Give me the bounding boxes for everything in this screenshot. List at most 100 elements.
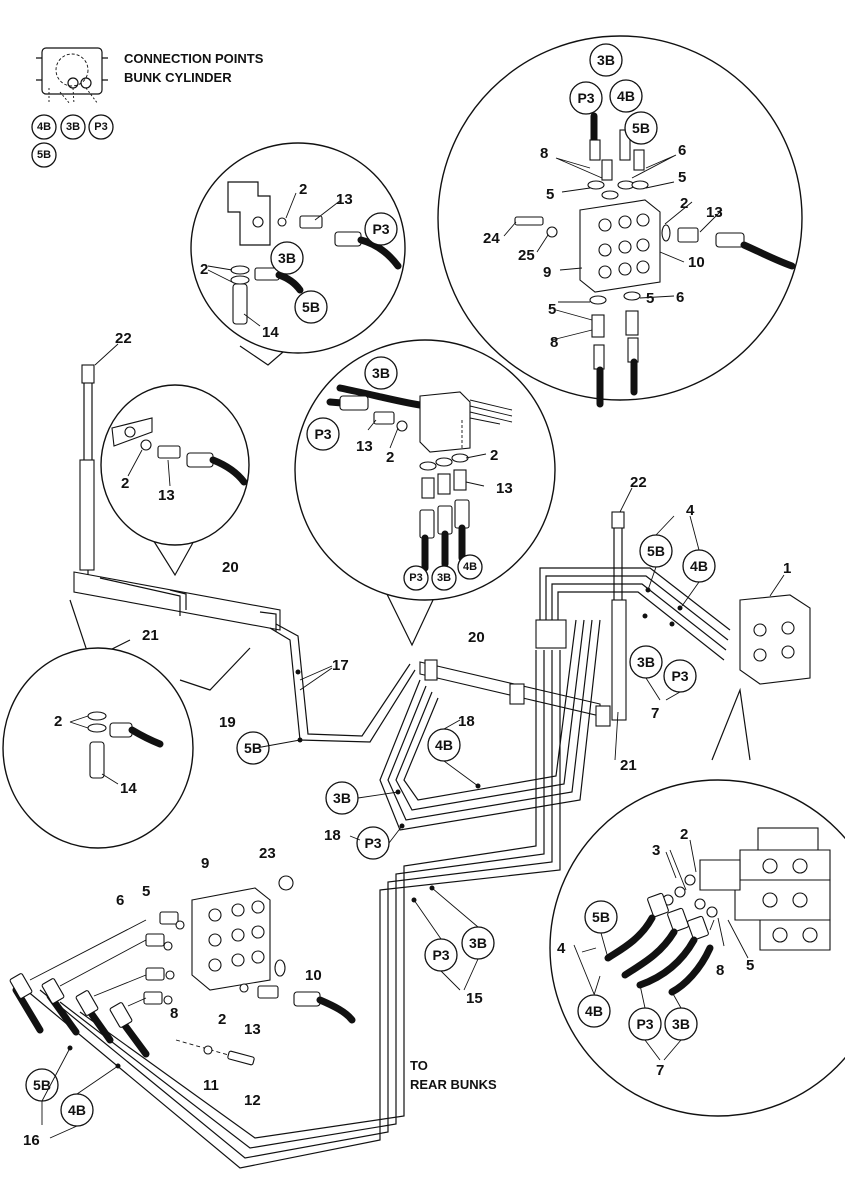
- bubble-tl-3b: 3B: [270, 241, 304, 275]
- svg-text:4B: 4B: [585, 1003, 603, 1019]
- bubble-15-p3: P3: [424, 938, 458, 972]
- bubble-mc-p3-small: P3: [403, 565, 429, 591]
- connection-points-inset: CONNECTION POINTS BUNK CYLINDER 4B 3B P3…: [31, 47, 264, 168]
- part-number-4: 4: [686, 502, 695, 519]
- bubble-br-3b: 3B: [664, 1007, 698, 1041]
- detail-top-right-parts: [503, 112, 796, 408]
- lower-valve-assembly: [9, 875, 356, 1066]
- bubble-top-right-4b: 4B: [609, 79, 643, 113]
- svg-text:3B: 3B: [469, 935, 487, 951]
- svg-text:3B: 3B: [637, 654, 655, 670]
- part-number-21: 21: [142, 627, 159, 644]
- part-number-5: 5: [678, 169, 686, 186]
- bubble-r-3b: 3B: [629, 645, 663, 679]
- part-number-6: 6: [678, 142, 686, 159]
- part-number-5: 5: [142, 883, 150, 900]
- part-number-2: 2: [200, 261, 208, 278]
- svg-text:4B: 4B: [435, 737, 453, 753]
- callout-p3: P3: [88, 114, 114, 140]
- to-rear-bunks-note: TO REAR BUNKS: [410, 1058, 497, 1092]
- svg-text:5B: 5B: [647, 543, 665, 559]
- svg-text:P3: P3: [364, 835, 381, 851]
- svg-text:3B: 3B: [278, 250, 296, 266]
- detail-mid-left-parts: [111, 417, 248, 487]
- svg-text:3B: 3B: [597, 52, 615, 68]
- part-number-8: 8: [170, 1005, 178, 1022]
- svg-text:5B: 5B: [37, 149, 51, 161]
- svg-text:5B: 5B: [302, 299, 320, 315]
- bubble-top-right-5b: 5B: [624, 111, 658, 145]
- part-number-13: 13: [158, 487, 175, 504]
- bubble-tl-p3: P3: [364, 212, 398, 246]
- part-number-3: 3: [652, 842, 660, 859]
- part-number-21: 21: [620, 757, 637, 774]
- part-number-2: 2: [299, 181, 307, 198]
- part-number-20: 20: [468, 629, 485, 646]
- part-number-4: 4: [557, 940, 566, 957]
- part-number-16: 16: [23, 1132, 40, 1149]
- callout-5b: 5B: [31, 142, 57, 168]
- part-number-22: 22: [115, 330, 132, 347]
- callout-3b: 3B: [60, 114, 86, 140]
- bubble-mc-4b-small: 4B: [457, 554, 483, 580]
- part-number-20: 20: [222, 559, 239, 576]
- part-number-2: 2: [680, 195, 688, 212]
- svg-text:3B: 3B: [66, 121, 80, 133]
- bubble-r-4b: 4B: [682, 549, 716, 583]
- bubble-mc-p3: P3: [306, 417, 340, 451]
- leader-lines: [41, 343, 785, 1139]
- part-number-12: 12: [244, 1092, 261, 1109]
- part-number-2: 2: [121, 475, 129, 492]
- part-number-13: 13: [706, 204, 723, 221]
- bubble-mc-3b-small: 3B: [431, 565, 457, 591]
- bubble-top-right-p3: P3: [569, 81, 603, 115]
- part-number-18: 18: [324, 827, 341, 844]
- svg-text:5B: 5B: [33, 1077, 51, 1093]
- part-number-7: 7: [656, 1062, 664, 1079]
- svg-text:P3: P3: [671, 668, 688, 684]
- svg-text:4B: 4B: [37, 121, 51, 133]
- svg-text:4B: 4B: [690, 558, 708, 574]
- part-numbers: 2 13 2 14 8 6 5 5 2 13 24 25 10 9 5 6 5 …: [23, 142, 791, 1149]
- bubble-br-4b: 4B: [577, 994, 611, 1028]
- part-number-5: 5: [546, 186, 554, 203]
- part-number-8: 8: [540, 145, 548, 162]
- svg-text:4B: 4B: [463, 561, 477, 573]
- part-number-14: 14: [262, 324, 279, 341]
- bubble-16-5b: 5B: [25, 1068, 59, 1102]
- bubble-top-right-3b: 3B: [589, 43, 623, 77]
- part-number-8: 8: [716, 962, 724, 979]
- detail-mid-center-parts: [326, 384, 513, 572]
- title-line1: CONNECTION POINTS: [124, 51, 264, 66]
- detail-left-parts: [69, 711, 164, 785]
- part-number-13: 13: [356, 438, 373, 455]
- part-number-6: 6: [116, 892, 124, 909]
- part-number-13: 13: [244, 1021, 261, 1038]
- svg-text:3B: 3B: [437, 572, 451, 584]
- svg-text:4B: 4B: [617, 88, 635, 104]
- bubble-18-p3: P3: [356, 826, 390, 860]
- part-number-19: 19: [219, 714, 236, 731]
- callout-bubbles: 3B P3 4B 5B 3B P3 5B 3B P3 P3 3B 4B 5B 4…: [25, 43, 716, 1127]
- svg-text:P3: P3: [577, 90, 594, 106]
- part-number-24: 24: [483, 230, 500, 247]
- part-number-13: 13: [336, 191, 353, 208]
- part-number-15: 15: [466, 990, 483, 1007]
- part-number-2: 2: [490, 447, 498, 464]
- part-number-10: 10: [688, 254, 705, 271]
- bubble-r-p3: P3: [663, 659, 697, 693]
- part-number-5: 5: [746, 957, 754, 974]
- part-number-5: 5: [548, 301, 556, 318]
- svg-text:5B: 5B: [244, 740, 262, 756]
- part-number-9: 9: [543, 264, 551, 281]
- title-line2: BUNK CYLINDER: [124, 70, 232, 85]
- bubble-mc-3b: 3B: [364, 356, 398, 390]
- part-number-22: 22: [630, 474, 647, 491]
- svg-text:P3: P3: [409, 572, 422, 584]
- svg-text:P3: P3: [372, 221, 389, 237]
- svg-text:P3: P3: [636, 1016, 653, 1032]
- part-number-2: 2: [218, 1011, 226, 1028]
- bubble-19-5b: 5B: [236, 731, 270, 765]
- bubble-16-4b: 4B: [60, 1093, 94, 1127]
- svg-text:4B: 4B: [68, 1102, 86, 1118]
